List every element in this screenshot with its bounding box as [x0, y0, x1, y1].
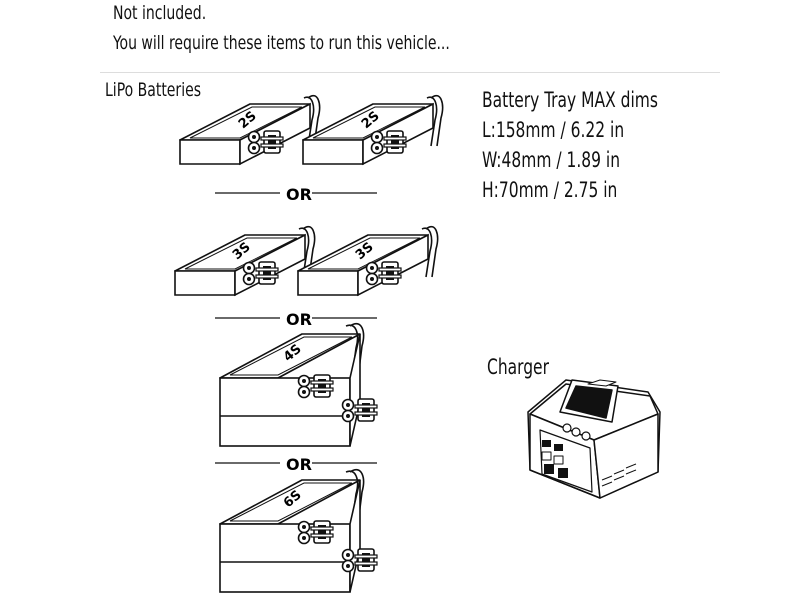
tray-height: H:70mm / 2.75 in	[482, 178, 618, 202]
loose-connector-4s	[341, 398, 378, 423]
header-line-1: Not included.	[113, 2, 207, 24]
lipo-section-title: LiPo Batteries	[105, 79, 202, 101]
charger-illustration	[527, 379, 661, 499]
header-line-2: You will require these items to run this…	[113, 32, 450, 54]
header-divider	[100, 72, 720, 73]
or-separator-3: OR	[286, 455, 312, 474]
or-separator-1: OR	[286, 185, 312, 204]
or-separator-2: OR	[286, 310, 312, 329]
tray-length: L:158mm / 6.22 in	[482, 118, 625, 142]
tray-width: W:48mm / 1.89 in	[482, 148, 621, 172]
loose-connector-6s	[341, 548, 378, 573]
tray-title: Battery Tray MAX dims	[482, 88, 658, 112]
charger-title: Charger	[487, 355, 549, 379]
